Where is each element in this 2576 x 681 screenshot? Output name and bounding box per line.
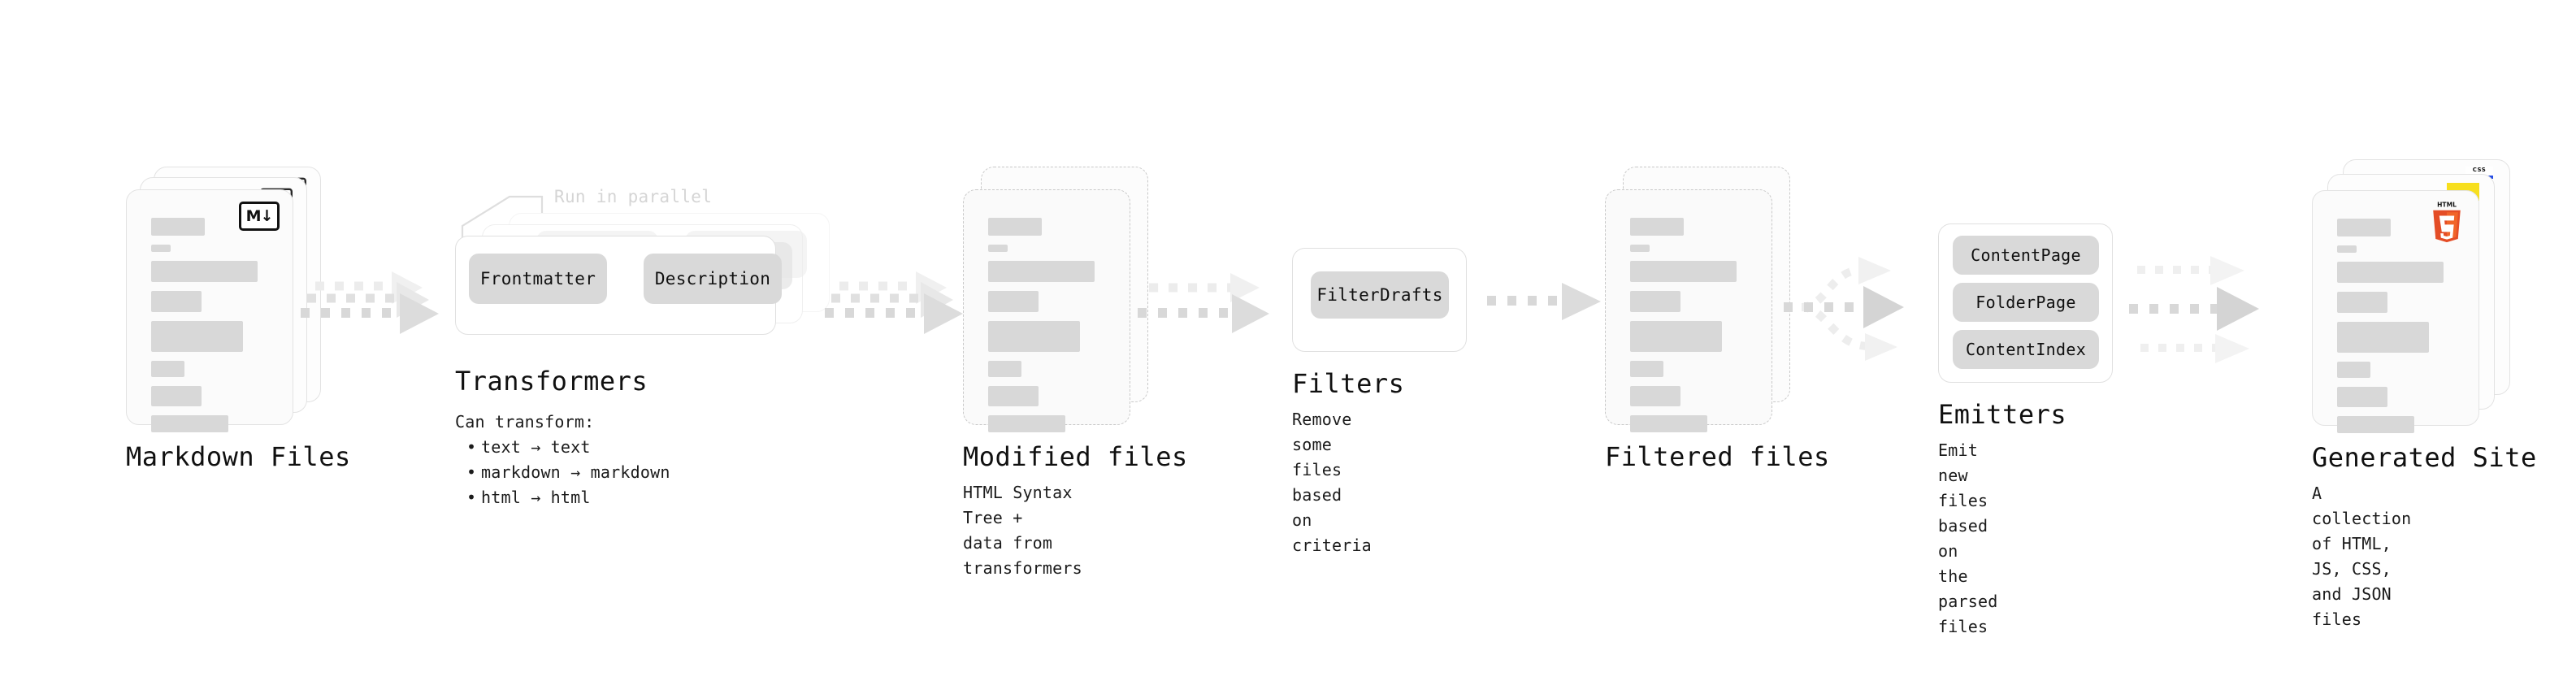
stage-title: Transformers [455, 366, 648, 397]
capability-item: markdown → markdown [466, 460, 670, 485]
placeholder-lines [2337, 219, 2457, 442]
html5-badge-icon: HTML [2433, 202, 2461, 243]
stage-title: Markdown Files [126, 441, 351, 472]
transformer-pill-description[interactable]: Description [644, 254, 782, 304]
transformer-pill-frontmatter[interactable]: Frontmatter [469, 254, 607, 304]
emitter-pill-contentindex[interactable]: ContentIndex [1953, 330, 2099, 369]
capability-lead: Can transform: [455, 412, 595, 432]
stage-title: Modified files [963, 441, 1188, 472]
placeholder-lines [1630, 218, 1750, 441]
connector-filters-to-filtered [1487, 283, 1601, 320]
stage-subtitle: Remove some files based on criteria [1292, 410, 1372, 555]
run-in-parallel-label: Run in parallel [554, 187, 713, 206]
filtered-card-front [1605, 189, 1772, 432]
site-card-front: HTML [2312, 190, 2479, 433]
stage-title: Generated Site [2312, 442, 2537, 473]
stage-title: Filters [1292, 368, 1405, 399]
svg-text:HTML: HTML [2437, 202, 2457, 209]
emitter-pill-contentpage[interactable]: ContentPage [1953, 236, 2099, 275]
transformers-capability-list: Can transform: text → text markdown → ma… [455, 410, 670, 510]
connector-emitters-to-site [2129, 256, 2259, 363]
placeholder-lines [988, 218, 1108, 441]
capability-item: text → text [466, 435, 670, 460]
stage-title: Filtered files [1605, 441, 1830, 472]
modified-card-front [963, 189, 1130, 432]
emitter-pill-folderpage[interactable]: FolderPage [1953, 283, 2099, 322]
markdown-badge-icon: M↓ [239, 202, 280, 231]
markdown-card-front: M↓ [126, 189, 293, 432]
stage-title: Emitters [1938, 399, 2067, 430]
filter-pill-filterdrafts[interactable]: FilterDrafts [1311, 271, 1449, 319]
connector-filtered-to-emitters-fanout [1784, 257, 1904, 361]
connector-modified-to-filters [1138, 273, 1269, 333]
placeholder-lines [151, 218, 271, 441]
stage-subtitle: A collection of HTML, JS, CSS, and JSON … [2312, 484, 2412, 629]
stage-subtitle: Emit new files based on the parsed files [1938, 440, 1998, 636]
stage-subtitle: HTML Syntax Tree + data from transformer… [963, 483, 1082, 578]
connector-markdown-to-transformers [301, 271, 439, 334]
capability-item: html → html [466, 485, 670, 510]
